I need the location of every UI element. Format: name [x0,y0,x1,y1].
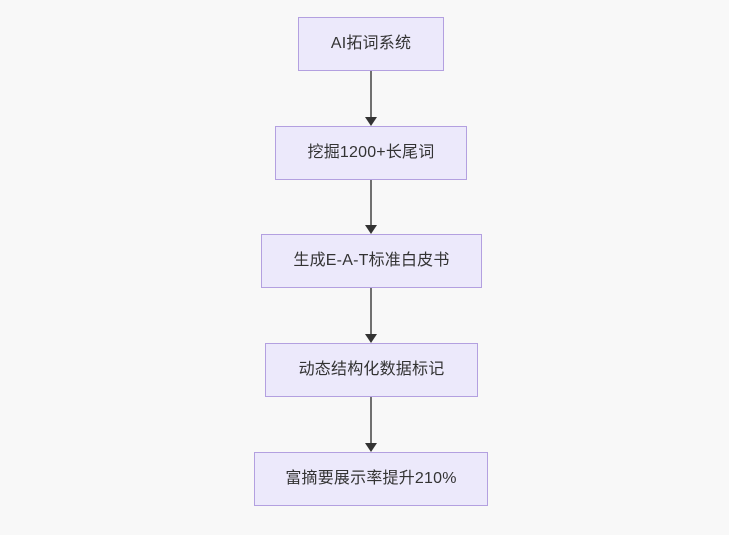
edge-line [370,397,372,443]
flow-edge-node3-node4 [364,288,378,343]
flow-node-label: AI拓词系统 [330,35,412,52]
flow-node-label: 动态结构化数据标记 [298,361,445,378]
flow-node-longtail-mining[interactable]: 挖掘1200+长尾词 [275,126,467,180]
arrowhead-down-icon [365,117,377,126]
edge-line [370,180,372,225]
flow-node-label: 富摘要展示率提升210% [285,470,457,487]
edge-line [370,71,372,117]
flow-edge-node1-node2 [364,71,378,126]
arrowhead-down-icon [365,334,377,343]
flow-node-label: 挖掘1200+长尾词 [307,144,435,161]
flow-edge-node4-node5 [364,397,378,452]
flow-node-eat-whitepaper[interactable]: 生成E-A-T标准白皮书 [261,234,482,288]
flow-node-ai-keyword-system[interactable]: AI拓词系统 [298,17,444,71]
flow-node-structured-data-markup[interactable]: 动态结构化数据标记 [265,343,478,397]
arrowhead-down-icon [365,443,377,452]
flow-node-rich-snippet-result[interactable]: 富摘要展示率提升210% [254,452,488,506]
flow-edge-node2-node3 [364,180,378,234]
arrowhead-down-icon [365,225,377,234]
edge-line [370,288,372,334]
flow-node-label: 生成E-A-T标准白皮书 [293,252,450,269]
